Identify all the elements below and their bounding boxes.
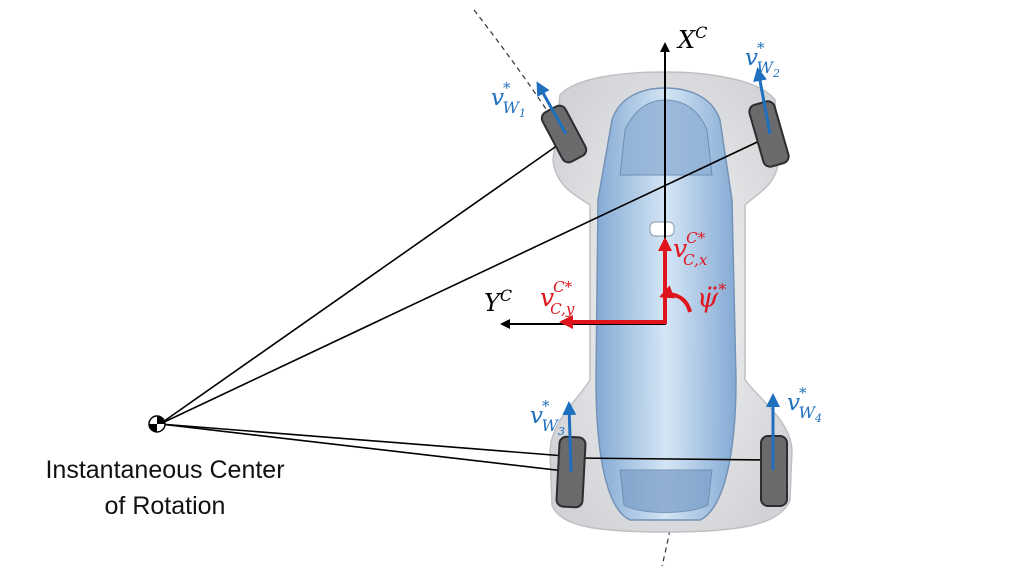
yaw-acceleration-arrow xyxy=(659,285,692,313)
icr-label-line-1: Instantaneous Center xyxy=(45,456,285,484)
icr-marker-icon xyxy=(148,415,166,433)
body-velocity-x-label: vC*C,x xyxy=(673,229,708,269)
icr-lines xyxy=(159,135,774,473)
body-velocity-y-label: vC*C,y xyxy=(540,278,575,318)
y-axis-label: YC xyxy=(484,286,512,317)
wheel-1-velocity-label: v*W1 xyxy=(491,79,526,120)
yaw-acceleration-label: ψ̈* xyxy=(697,280,726,314)
vehicle-rear-window xyxy=(619,469,713,513)
wheel-1-velocity-arrow xyxy=(536,81,568,135)
vehicle-seat xyxy=(649,221,675,237)
vehicle-body xyxy=(549,71,793,533)
icr-label-line-2: of Rotation xyxy=(104,492,226,520)
wheel-3-velocity-label: v*W3 xyxy=(530,397,565,438)
icr-label: Instantaneous Center of Rotation xyxy=(0,452,330,524)
wheel-2-velocity-label: v*W2 xyxy=(745,39,780,80)
wheel-3-velocity-arrow xyxy=(562,401,577,473)
wheel-4-velocity-label: v*W4 xyxy=(787,384,822,425)
wheel-2-velocity-arrow xyxy=(753,67,772,135)
x-axis-label: XC xyxy=(676,23,707,54)
